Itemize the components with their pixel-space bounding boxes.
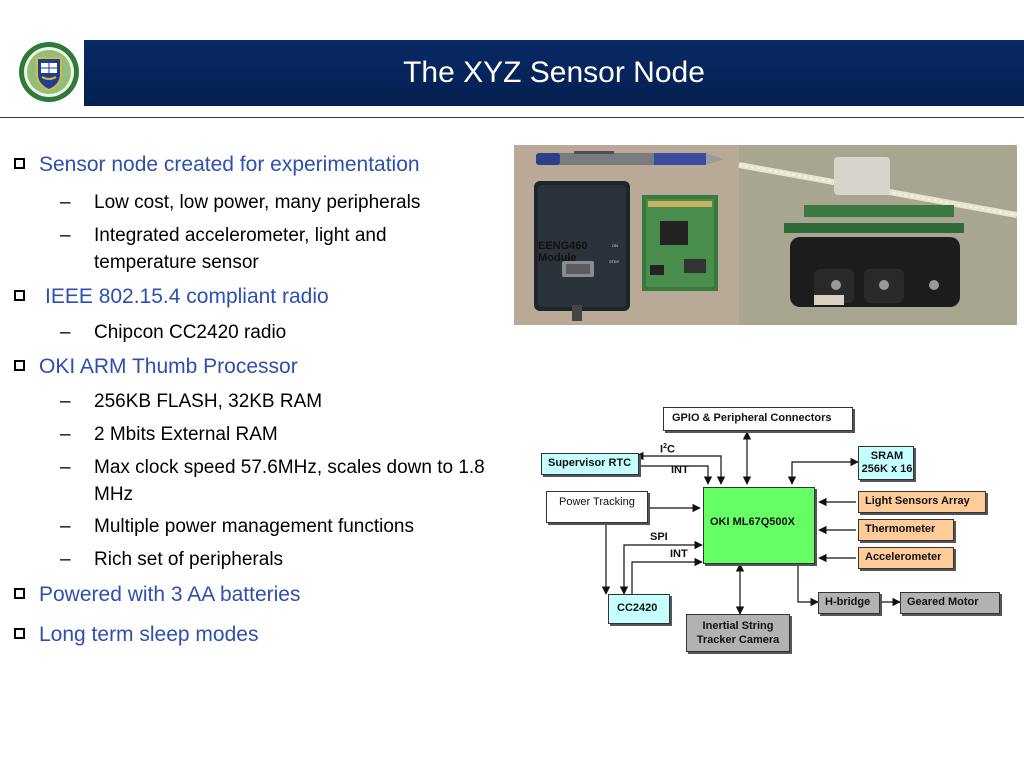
header-divider xyxy=(0,117,1024,118)
checkbox-bullet-icon xyxy=(14,588,25,599)
subitem: – 256KB FLASH, 32KB RAM xyxy=(60,388,514,415)
block-diagram-connectors xyxy=(601,431,901,615)
dash-icon: – xyxy=(60,424,71,445)
sram-label-2: 256K x 16 xyxy=(861,463,913,475)
hbridge-label: H-bridge xyxy=(825,596,871,608)
gpio-block: GPIO & Peripheral Connectors xyxy=(663,407,853,431)
bullet-5-text: Long term sleep modes xyxy=(39,623,259,646)
subitem-text: Max clock speed 57.6MHz, scales down to … xyxy=(94,457,485,505)
thermo-label: Thermometer xyxy=(865,523,936,535)
subitem-text: Low cost, low power, many peripherals xyxy=(94,192,421,213)
bullet-4-text: Powered with 3 AA batteries xyxy=(39,583,301,606)
subitem: – Multiple power management functions xyxy=(60,513,514,540)
board-text-2: STBY xyxy=(609,259,620,264)
accel-label: Accelerometer xyxy=(865,551,942,563)
bullet-3: OKI ARM Thumb Processor xyxy=(14,354,298,380)
int-label-1: INT xyxy=(671,464,689,476)
supervisor-label: Supervisor RTC xyxy=(548,457,632,469)
int-label-2: INT xyxy=(670,548,688,560)
subitem-text: Multiple power management functions xyxy=(94,516,415,537)
dash-icon: – xyxy=(60,225,71,246)
module-label-1: EENG460 xyxy=(538,240,588,252)
subitem: – Rich set of peripherals xyxy=(60,546,514,573)
module-enclosure: EENG460 Module ON STBY xyxy=(534,181,630,321)
sram-label-1: SRAM xyxy=(870,450,904,462)
checkbox-bullet-icon xyxy=(14,158,25,169)
robot-assembly xyxy=(738,157,1017,307)
radio-label: CC2420 xyxy=(617,602,658,614)
subitem: – Integrated accelerometer, light and tem… xyxy=(60,222,454,276)
dash-icon: – xyxy=(60,192,71,213)
board-text-1: ON xyxy=(612,243,618,248)
camera-label-1: Inertial String xyxy=(702,620,774,632)
cc2420-block: CC2420 xyxy=(608,594,670,624)
subitem-text: Rich set of peripherals xyxy=(94,549,284,570)
subitem: – Chipcon CC2420 radio xyxy=(60,319,514,346)
processor-block: OKI ML67Q500X xyxy=(703,487,815,564)
subitem-text: 256KB FLASH, 32KB RAM xyxy=(94,391,323,412)
bullet-4: Powered with 3 AA batteries xyxy=(14,582,301,608)
subitem: – Max clock speed 57.6MHz, scales down to… xyxy=(60,454,506,508)
bullet-1: Sensor node created for experimentation xyxy=(14,152,420,178)
power-label: Power Tracking xyxy=(559,496,635,508)
dash-icon: – xyxy=(60,549,71,570)
university-crest-icon xyxy=(19,42,79,102)
dash-icon: – xyxy=(60,391,71,412)
spi-label: SPI xyxy=(650,531,668,543)
camera-label-2: Tracker Camera xyxy=(696,634,780,646)
sensor-node-photo: EENG460 Module ON STBY xyxy=(514,145,1017,325)
checkbox-bullet-icon xyxy=(14,290,25,301)
bullet-3-text: OKI ARM Thumb Processor xyxy=(39,355,298,378)
dash-icon: – xyxy=(60,322,71,343)
geared-motor-block: Geared Motor xyxy=(900,592,1000,614)
subitem-text: Integrated accelerometer, light and temp… xyxy=(94,225,387,273)
subitem-text: Chipcon CC2420 radio xyxy=(94,322,287,343)
bullet-5: Long term sleep modes xyxy=(14,622,258,648)
processor-label: OKI ML67Q500X xyxy=(710,516,795,528)
slide-title: The XYZ Sensor Node xyxy=(403,56,705,89)
bullet-1-text: Sensor node created for experimentation xyxy=(39,153,420,176)
light-label: Light Sensors Array xyxy=(865,495,970,507)
dash-icon: – xyxy=(60,516,71,537)
subitem: – Low cost, low power, many peripherals xyxy=(60,189,514,216)
checkbox-bullet-icon xyxy=(14,360,25,371)
i2c-label: I2C xyxy=(660,443,675,456)
bullet-2-text: IEEE 802.15.4 compliant radio xyxy=(45,285,329,308)
supervisor-rtc-block: Supervisor RTC xyxy=(541,453,639,475)
thermometer-block: Thermometer xyxy=(858,519,954,541)
power-tracking-block: Power Tracking xyxy=(546,491,648,523)
checkbox-bullet-icon xyxy=(14,628,25,639)
motor-label: Geared Motor xyxy=(907,596,979,608)
circuit-board xyxy=(642,195,718,291)
pen-icon xyxy=(536,151,724,165)
subitem-text: 2 Mbits External RAM xyxy=(94,424,278,445)
h-bridge-block: H-bridge xyxy=(818,592,880,614)
title-bar xyxy=(84,40,1024,106)
bullet-2: IEEE 802.15.4 compliant radio xyxy=(14,284,329,310)
gpio-label: GPIO & Peripheral Connectors xyxy=(672,412,832,424)
accelerometer-block: Accelerometer xyxy=(858,547,954,569)
subitem: – 2 Mbits External RAM xyxy=(60,421,514,448)
light-sensors-block: Light Sensors Array xyxy=(858,491,986,513)
dash-icon: – xyxy=(60,457,71,478)
